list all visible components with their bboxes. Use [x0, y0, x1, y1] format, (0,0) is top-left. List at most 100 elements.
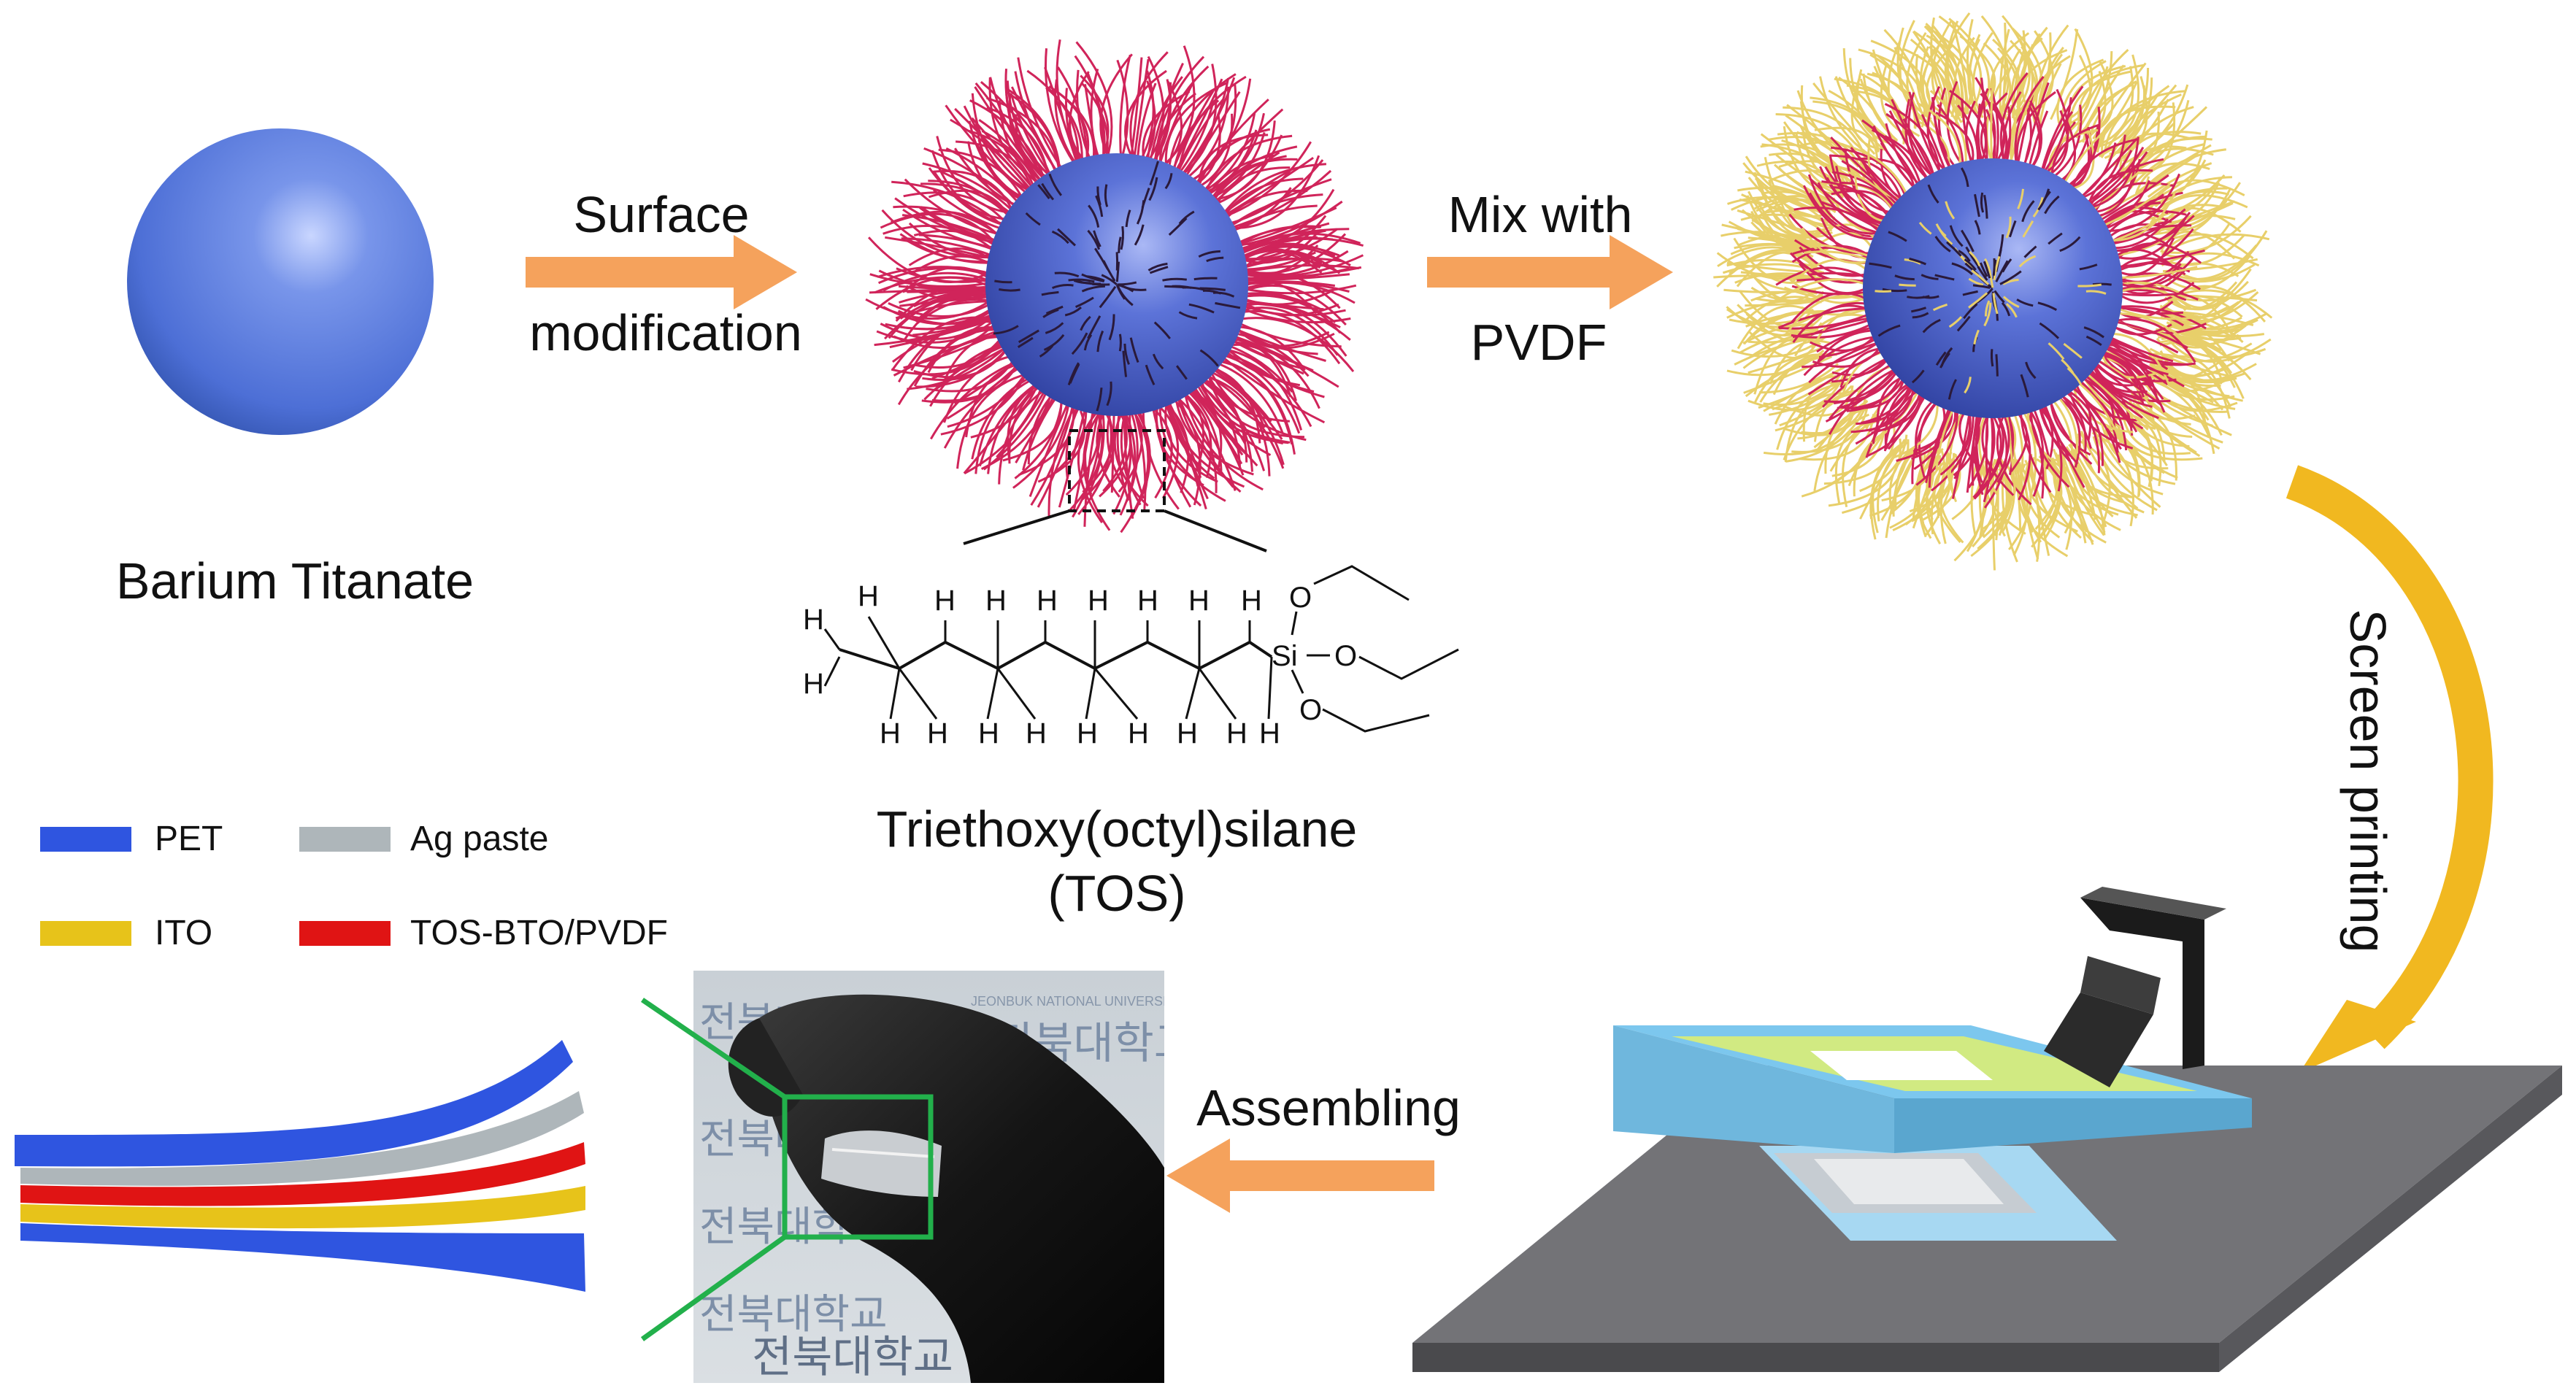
surface-chain	[2008, 220, 2017, 238]
tos-chain	[901, 237, 992, 257]
tos-chain	[2115, 287, 2192, 309]
surface-chain	[1193, 277, 1218, 281]
surface-chain	[1875, 290, 1892, 293]
hydrogen-label: H	[1188, 585, 1210, 617]
surface-chain	[1965, 246, 1980, 268]
surface-chain	[1983, 302, 1992, 327]
surface-chain	[1182, 286, 1205, 291]
surface-chain	[1977, 266, 1988, 281]
tos-chain	[1235, 328, 1318, 355]
surface-chain	[1980, 192, 1985, 213]
tos-chain	[1831, 171, 1899, 212]
surface-chain	[1974, 220, 1981, 235]
surface-chain	[1164, 173, 1173, 190]
surface-chain	[1096, 388, 1103, 412]
tos-chain	[1777, 307, 1869, 329]
surface-chain	[2002, 278, 2019, 285]
c-h-bond	[823, 656, 841, 687]
legend-swatch-pet	[40, 827, 131, 852]
tos-chain	[1129, 412, 1145, 499]
surface-chain	[1964, 258, 1977, 271]
pvdf-chain	[1831, 430, 1885, 477]
surface-chain	[1104, 184, 1109, 207]
pvdf-chain	[1726, 306, 1823, 337]
surface-chain	[1934, 236, 1951, 253]
pvdf-chain	[2067, 65, 2126, 131]
surface-chain	[1999, 270, 2022, 285]
surface-chain	[1212, 291, 1235, 298]
tos-chain	[1243, 229, 1320, 264]
surface-chain	[1080, 315, 1091, 331]
pvdf-chain	[1999, 28, 2010, 119]
surface-chain	[1108, 314, 1115, 341]
tos-chain	[1069, 71, 1090, 166]
tos-chain	[1237, 225, 1322, 247]
ethoxy-mid	[1358, 648, 1459, 680]
tos-chain	[2037, 405, 2063, 492]
surface-chain	[1125, 209, 1131, 228]
surface-chain	[1918, 221, 1932, 235]
pvdf-chain	[2133, 380, 2213, 427]
zoom-line-left	[963, 509, 1070, 545]
silicon-label: Si	[1272, 640, 1298, 672]
tos-chain	[1810, 178, 1888, 231]
surface-chain	[1946, 241, 1962, 257]
pvdf-chain	[2034, 24, 2069, 116]
pvdf-chain	[2000, 23, 2007, 120]
pvdf-chain	[1929, 36, 1967, 123]
pvdf-chain	[1951, 21, 1969, 113]
tos-chain	[1214, 134, 1283, 206]
tos-chain	[1830, 185, 1892, 219]
tos-chain	[1132, 58, 1150, 165]
tos-chain	[1124, 69, 1167, 159]
surface-chain	[1120, 226, 1124, 250]
barium-titanate-sphere	[127, 128, 434, 435]
pvdf-chain	[2056, 58, 2104, 124]
tos-chain	[2102, 182, 2172, 227]
surface-chain	[1115, 261, 1120, 282]
mix-with-pvdf-label-line1: Mix with	[1448, 186, 1633, 243]
tos-chain	[2095, 358, 2162, 406]
surface-chain	[1162, 277, 1188, 282]
pvdf-chain	[2028, 461, 2050, 556]
tos-chain	[1119, 54, 1131, 163]
surface-chain	[1198, 250, 1220, 258]
surface-chain	[1983, 195, 1988, 219]
c-h-bond	[898, 668, 938, 720]
surface-chain	[1134, 224, 1145, 246]
tos-chain	[891, 317, 1003, 363]
tos-chain	[1047, 400, 1079, 517]
tos-chain	[2080, 134, 2126, 200]
screen-printing-curved-arrow	[2285, 465, 2494, 1049]
hydrogen-label: H	[1026, 717, 1047, 750]
tos-chain	[1829, 154, 1903, 201]
surface-modification-label-line1: Surface	[573, 186, 749, 243]
tos-chain	[2092, 362, 2171, 403]
tos-chain	[1841, 160, 1899, 207]
tos-chain	[894, 197, 1000, 244]
assembling-arrow	[1166, 1138, 1434, 1213]
tos-chain	[974, 86, 1047, 188]
tos-chain	[1891, 99, 1935, 180]
tos-chain	[2010, 409, 2029, 473]
c-h-bond	[867, 616, 901, 669]
surface-chain	[1877, 324, 1901, 337]
tos-chain	[880, 316, 992, 340]
pvdf-chain	[2101, 105, 2176, 155]
hydrogen-label: H	[1128, 717, 1149, 750]
tos-chain	[983, 386, 1050, 471]
surface-chain	[1969, 250, 1981, 267]
surface-chain	[2017, 188, 2024, 209]
tos-chain	[2110, 208, 2186, 245]
tos-chain	[2117, 307, 2184, 327]
pvdf-chain	[2148, 361, 2221, 388]
pvdf-chain	[1786, 104, 1859, 168]
tos-chain	[2029, 403, 2070, 488]
tos-abbr-label: (TOS)	[1047, 865, 1185, 922]
tos-chain	[2012, 409, 2024, 488]
tos-chain	[2059, 387, 2101, 474]
pvdf-chain	[1862, 73, 1899, 142]
surface-chain	[1051, 230, 1069, 244]
tos-chain	[885, 236, 992, 260]
